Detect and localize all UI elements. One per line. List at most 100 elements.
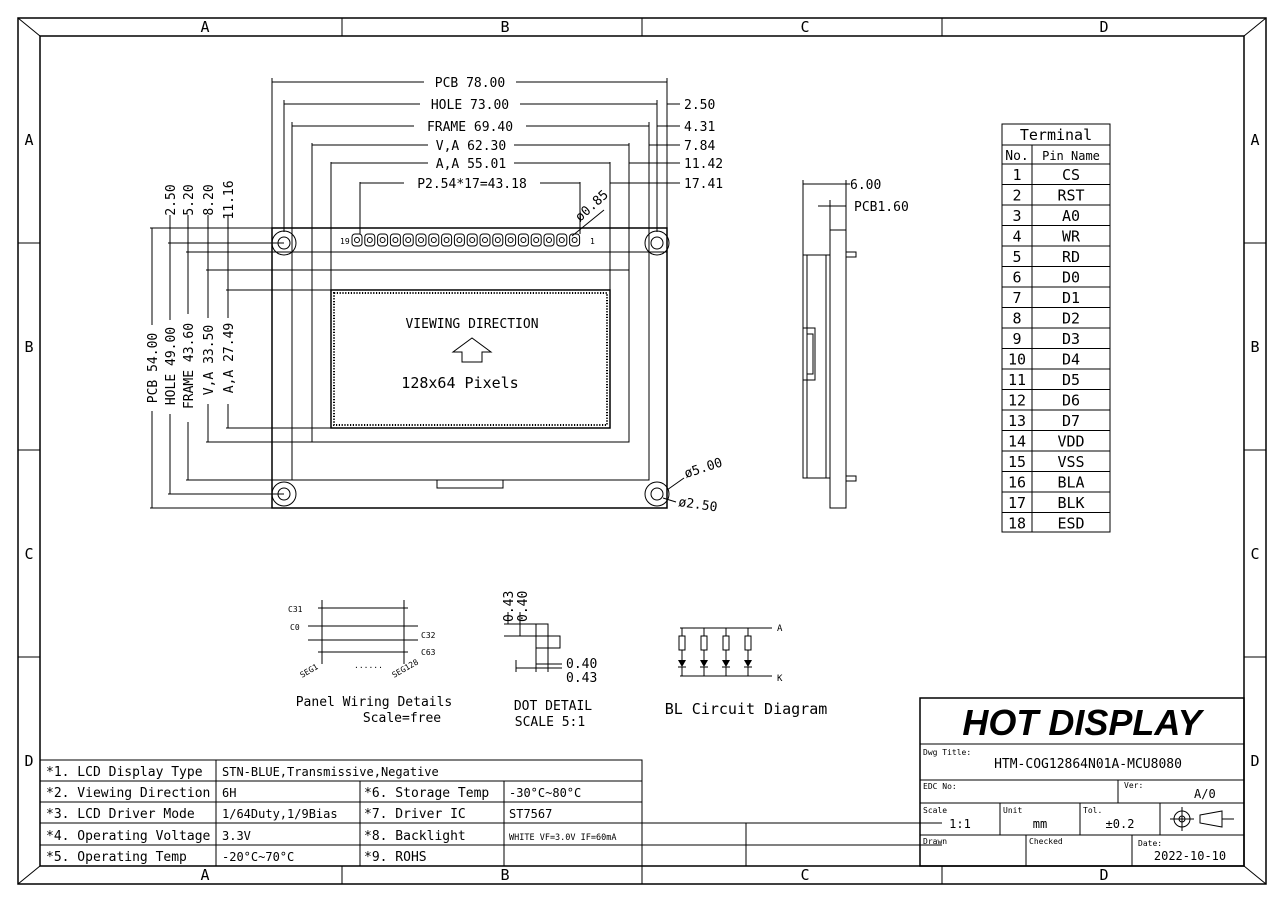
- pin: [530, 233, 542, 247]
- terminal-title: Terminal: [1020, 126, 1092, 144]
- pin: [364, 233, 376, 247]
- pin: [351, 233, 363, 247]
- ver-label: Ver:: [1124, 781, 1143, 790]
- spec-label-2: *9. ROHS: [364, 850, 427, 865]
- zone-left-c: C: [24, 545, 33, 563]
- terminal-pin-name: D6: [1062, 392, 1080, 410]
- terminal-pin-no: 6: [1012, 269, 1021, 287]
- bottom-tab: [436, 479, 504, 489]
- terminal-pin-name: A0: [1062, 207, 1080, 225]
- panel-wiring-details: C31 C0 C32 C63 SEG1 SEG128 ...... Panel …: [288, 600, 452, 726]
- terminal-pin-no: 11: [1008, 371, 1026, 389]
- spec-value: 1/64Duty,1/9Bias: [222, 807, 338, 821]
- active-area: [330, 289, 611, 429]
- terminal-pin-no: 18: [1008, 515, 1026, 533]
- spec-label-2: *7. Driver IC: [364, 807, 466, 822]
- pin: [402, 233, 414, 247]
- dot-dim-v2: 0.40: [516, 591, 531, 622]
- terminal-pin-no: 7: [1012, 289, 1021, 307]
- terminal-pin-name: BLK: [1057, 494, 1084, 512]
- terminal-pin-name: VSS: [1057, 453, 1084, 471]
- pin: [428, 233, 440, 247]
- terminal-pin-no: 4: [1012, 228, 1021, 246]
- terminal-pin-name: D1: [1062, 289, 1080, 307]
- mount-hole-big-diameter: ø5.00: [683, 455, 725, 481]
- side-pcb-dim: PCB1.60: [854, 200, 909, 215]
- spec-value-2: ST7567: [509, 807, 552, 821]
- date-label: Date:: [1138, 839, 1162, 848]
- tol-label: Tol.: [1083, 806, 1102, 815]
- side-pcb: [829, 229, 847, 509]
- terminal-pin-name: D5: [1062, 371, 1080, 389]
- dim-offset-aa: 11.42: [684, 157, 723, 172]
- resistor-icon: [678, 635, 686, 651]
- terminal-pin-no: 13: [1008, 412, 1026, 430]
- zone-labels: A B C D A B C D A B C D A B C D: [24, 18, 1259, 884]
- terminal-pin-no: 12: [1008, 392, 1026, 410]
- led-icon: [678, 660, 686, 667]
- zone-right-b: B: [1250, 338, 1259, 356]
- top-dimensions: PCB 78.00 HOLE 73.00 FRAME 69.40 V,A 62.…: [271, 74, 723, 290]
- terminal-pin-no: 14: [1008, 433, 1026, 451]
- led-icon: [722, 660, 730, 667]
- terminal-pin-name: BLA: [1057, 474, 1084, 492]
- dim-pcb-width: PCB 78.00: [435, 76, 505, 91]
- unit-value: mm: [1033, 817, 1047, 831]
- dot-dim-v1: 0.43: [502, 591, 517, 622]
- terminal-pin-no: 3: [1012, 207, 1021, 225]
- terminal-pin-name: RD: [1062, 248, 1080, 266]
- dim-pcb-height: PCB 54.00: [146, 333, 161, 403]
- side-view: 6.00 PCB1.60: [802, 178, 909, 509]
- wiring-seg128: SEG128: [391, 657, 421, 679]
- dim-hole-width: HOLE 73.00: [431, 98, 509, 113]
- dim-va-width: V,A 62.30: [436, 139, 506, 154]
- brand-logo-text: HOT DISPLAY: [962, 702, 1204, 743]
- edc-label: EDC No:: [923, 782, 957, 791]
- zone-top-c: C: [800, 18, 809, 36]
- zone-bottom-d: D: [1099, 866, 1108, 884]
- mount-hole-small-diameter: ø2.50: [677, 495, 718, 515]
- left-dimensions: PCB 54.00 HOLE 49.00 FRAME 43.60 V,A 33.…: [143, 180, 331, 509]
- dim-offset-frame: 4.31: [684, 120, 715, 135]
- zone-left-b: B: [24, 338, 33, 356]
- dim-left-top-1: 2.50: [164, 184, 179, 215]
- dim-offset-pitch: 17.41: [684, 177, 723, 192]
- dwg-title: HTM-COG12864N01A-MCU8080: [994, 757, 1182, 772]
- dot-dim-h2: 0.43: [566, 671, 597, 686]
- title-block: HOT DISPLAY Dwg Title: HTM-COG12864N01A-…: [919, 697, 1245, 867]
- terminal-pin-no: 16: [1008, 474, 1026, 492]
- resistor-icon: [744, 635, 752, 651]
- drawn-label: Drawn: [923, 837, 947, 846]
- wiring-c0: C0: [290, 623, 300, 632]
- spec-value: 3.3V: [222, 829, 251, 843]
- terminal-pin-no: 8: [1012, 310, 1021, 328]
- wiring-dots: ......: [354, 661, 383, 670]
- dim-left-top-3: 8.20: [202, 184, 217, 215]
- mount-hole-br: [644, 481, 670, 507]
- terminal-col-name: Pin Name: [1042, 149, 1100, 163]
- wiring-scale: Scale=free: [363, 711, 441, 726]
- terminal-pin-name: VDD: [1057, 433, 1084, 451]
- terminal-pin-no: 2: [1012, 187, 1021, 205]
- terminal-pin-no: 15: [1008, 453, 1026, 471]
- projection-symbol-icon: [1170, 807, 1234, 831]
- ver-value: A/0: [1194, 787, 1216, 801]
- spec-label-2: *8. Backlight: [364, 829, 466, 844]
- side-thickness-dim: 6.00: [850, 178, 881, 193]
- wiring-c32: C32: [421, 631, 436, 640]
- dim-pitch: P2.54*17=43.18: [417, 177, 527, 192]
- lcd-module-front-view: 19 1 VIEWING DIRECTION 128x64 Pixels: [271, 227, 670, 509]
- scale-value: 1:1: [949, 817, 971, 831]
- spec-value-2: -30°C~80°C: [509, 786, 581, 800]
- terminal-pin-name: WR: [1062, 228, 1081, 246]
- spec-value: 6H: [222, 786, 236, 800]
- bl-led-branches: [678, 628, 752, 676]
- zone-top-a: A: [200, 18, 209, 36]
- terminal-pin-name: CS: [1062, 166, 1080, 184]
- pin: [453, 233, 465, 247]
- terminal-col-no: No.: [1005, 149, 1028, 164]
- zone-bottom-b: B: [500, 866, 509, 884]
- zone-right-d: D: [1250, 752, 1259, 770]
